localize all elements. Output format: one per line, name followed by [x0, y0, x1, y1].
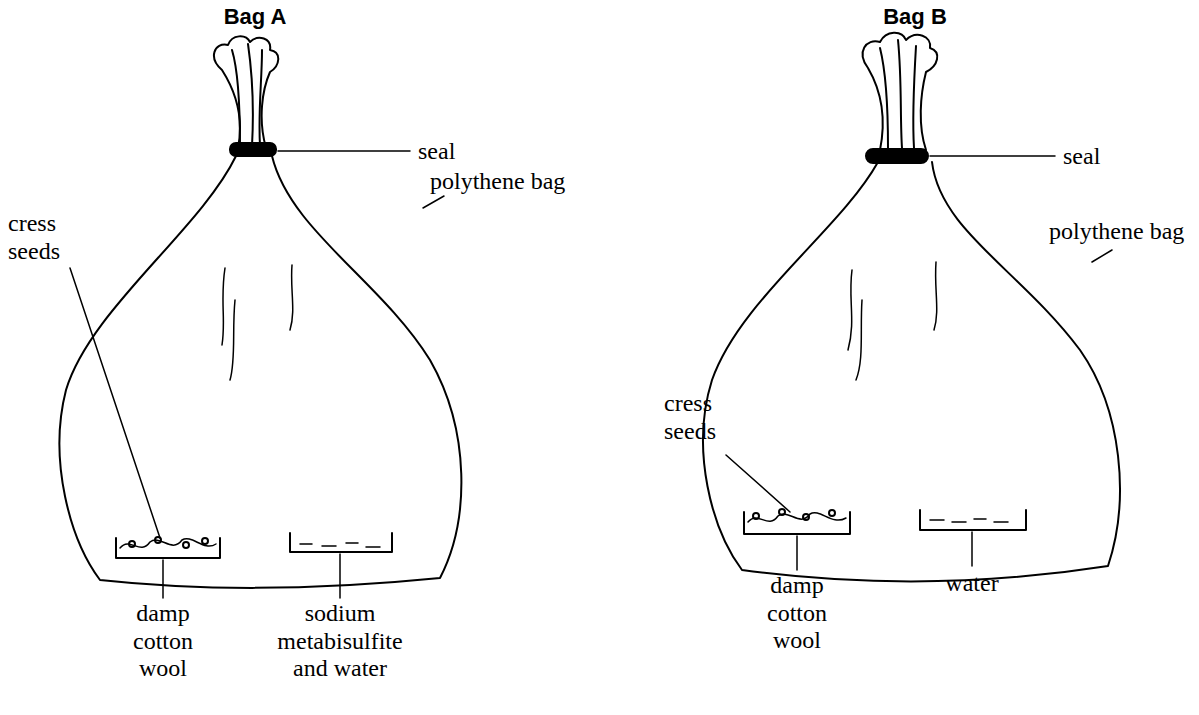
part-label: cress seeds — [8, 210, 88, 265]
part-label: cress seeds — [664, 390, 744, 445]
part-label: damp cotton wool — [113, 600, 213, 683]
part-label: seal — [1063, 143, 1100, 171]
part-label: polythene bag — [1049, 218, 1184, 246]
part-label: damp cotton wool — [747, 572, 847, 655]
part-label: seal — [418, 138, 455, 166]
heading: Bag A — [224, 4, 287, 29]
part-label: water — [945, 570, 998, 598]
part-label: polythene bag — [430, 168, 565, 196]
heading: Bag B — [883, 4, 947, 29]
part-label: sodium metabisulfite and water — [260, 600, 420, 683]
bag-a — [60, 36, 462, 598]
bag-b — [703, 33, 1120, 582]
